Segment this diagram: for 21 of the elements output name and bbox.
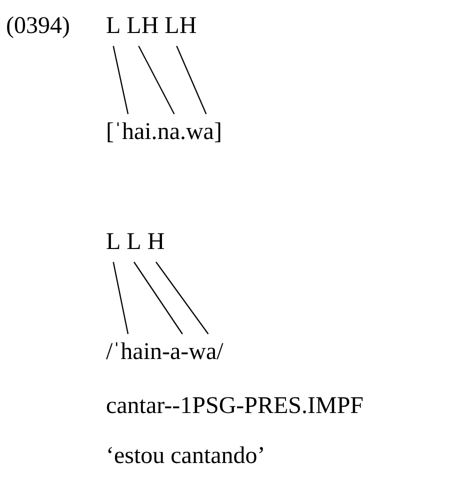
tone-label: H [147, 228, 165, 256]
association-line [156, 262, 209, 334]
association-line [176, 46, 207, 114]
association-line [134, 262, 183, 334]
tone-label: L [106, 12, 121, 40]
syllable-text: na. [157, 118, 186, 146]
syllable-text: wa] [186, 118, 222, 146]
association-line [112, 46, 129, 114]
example-number: (0394) [6, 12, 70, 40]
association-line [138, 46, 175, 114]
tone-label: L [126, 228, 142, 256]
syllable-text: wa/ [188, 338, 224, 366]
syllable-text: /ˈhain- [106, 338, 170, 366]
association-line [112, 262, 129, 334]
tone-label: LH [126, 12, 159, 40]
gloss-text: ‘estou cantando’ [106, 442, 266, 470]
syllable-text: a- [170, 338, 189, 366]
tone-label: LH [164, 12, 197, 40]
gloss-text: cantar--1PSG-PRES.IMPF [106, 392, 364, 420]
syllable-text: [ˈhai. [106, 118, 158, 146]
tone-label: L [106, 228, 121, 256]
